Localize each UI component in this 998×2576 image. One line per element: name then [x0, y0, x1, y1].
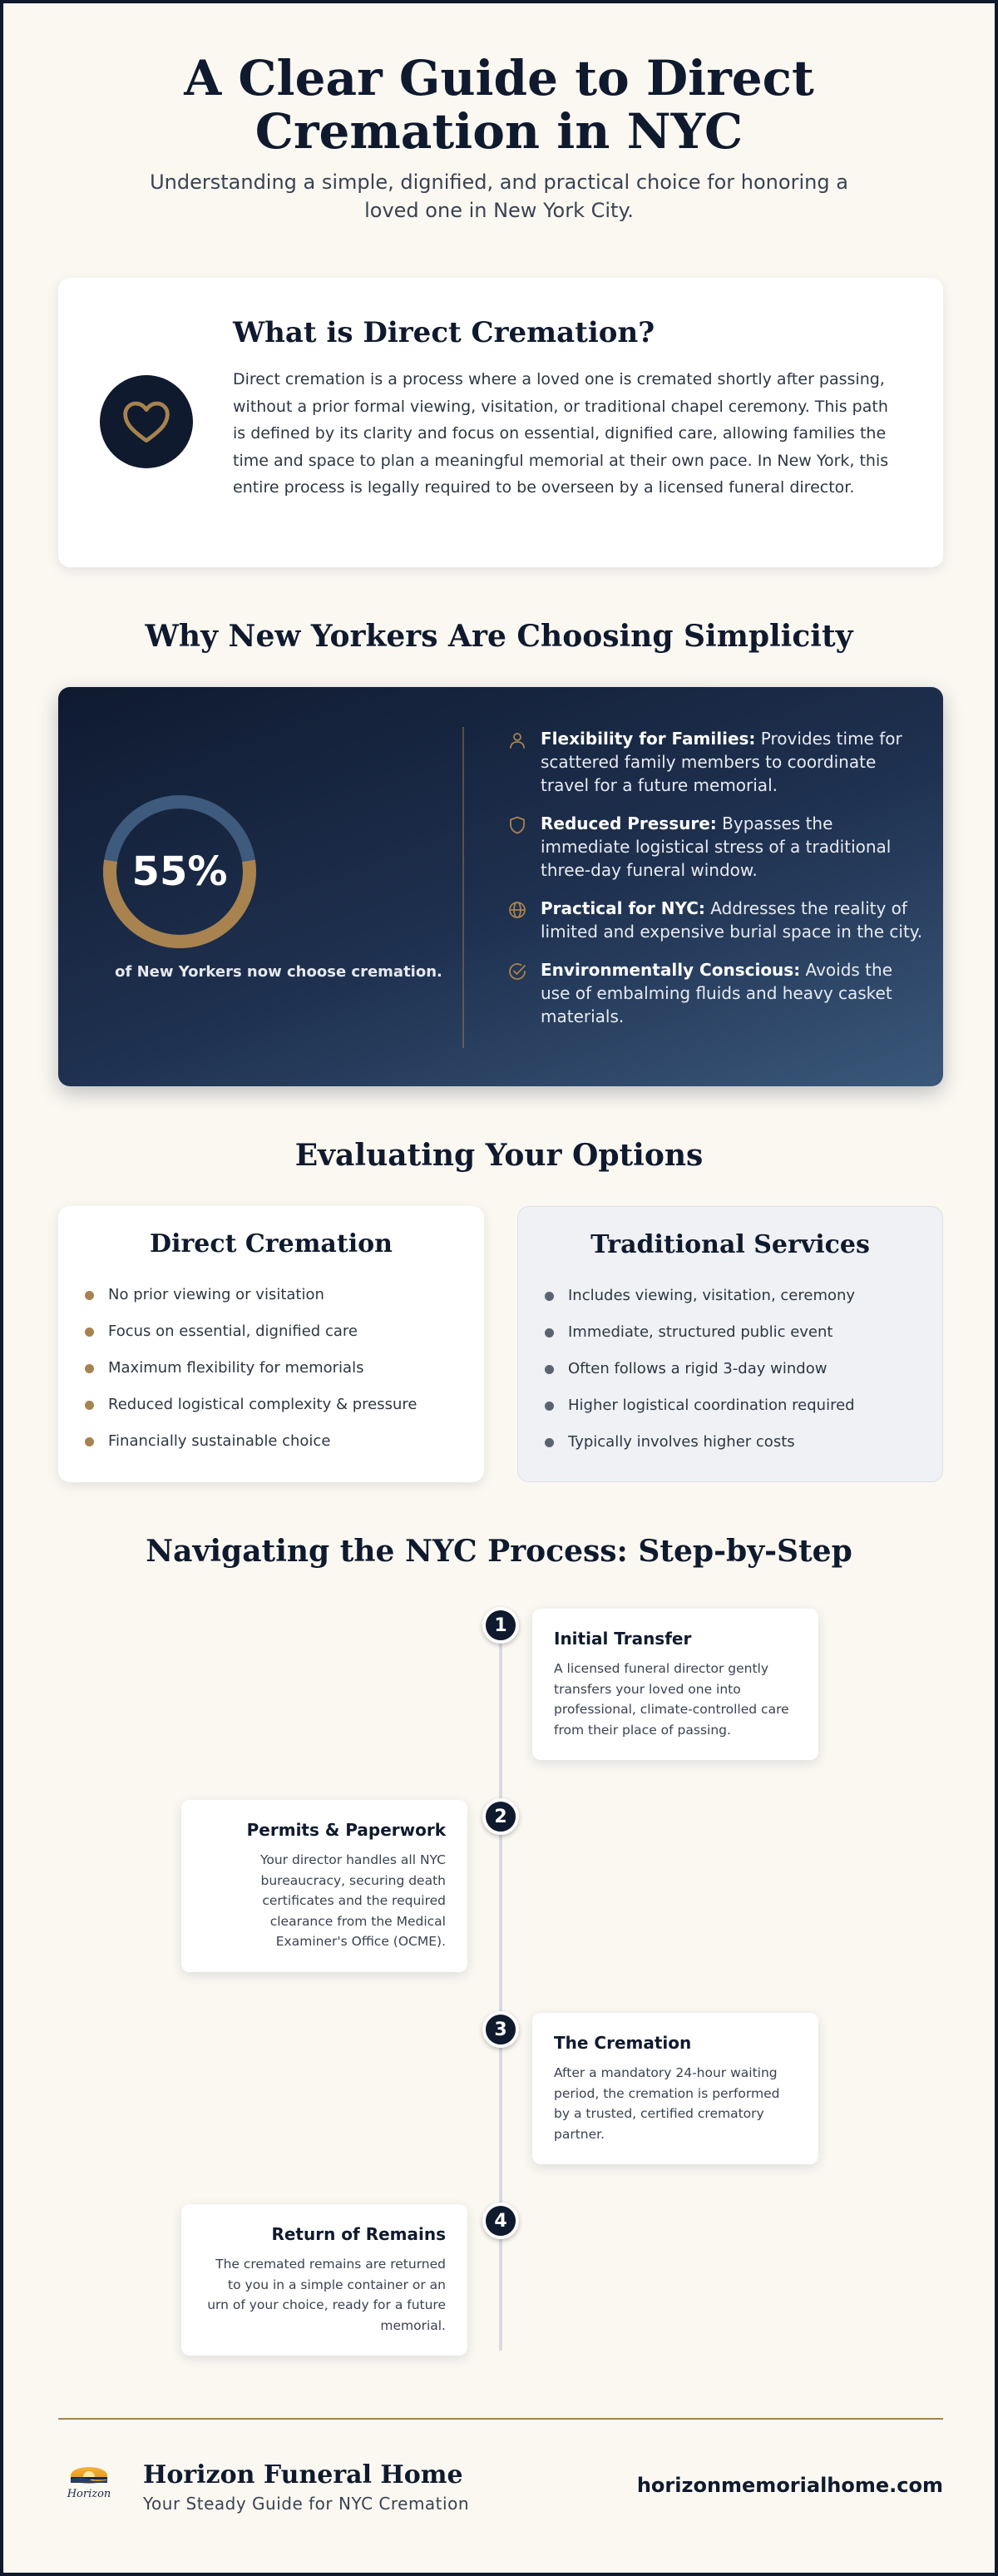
list-item: Maximum flexibility for memorials — [85, 1359, 417, 1396]
direct-cremation-list: No prior viewing or visitation Focus on … — [85, 1286, 417, 1469]
bullet-dot — [545, 1328, 554, 1337]
heart-icon-badge — [100, 375, 193, 468]
bullet-dot — [545, 1402, 554, 1411]
page-subtitle: Understanding a simple, dignified, and p… — [150, 171, 848, 222]
step-card-return: Return of Remains The cremated remains a… — [181, 2204, 467, 2356]
bullet-dot — [85, 1401, 94, 1410]
benefit-item-environment: Environmentally Conscious: Avoids the us… — [507, 958, 923, 1028]
globe-icon — [509, 902, 526, 918]
step-number-3: 3 — [482, 2011, 519, 2048]
step-number-2: 2 — [482, 1798, 519, 1835]
step-title: Return of Remains — [271, 2224, 446, 2244]
benefits-list: Flexibility for Families: Provides time … — [507, 727, 923, 1043]
benefit-item-pressure: Reduced Pressure: Bypasses the immediate… — [507, 812, 923, 882]
list-item: Financially sustainable choice — [85, 1432, 417, 1469]
list-item: Typically involves higher costs — [545, 1433, 855, 1470]
why-title: Why New Yorkers Are Choosing Simplicity — [145, 619, 853, 654]
step-card-cremation: The Cremation After a mandatory 24-hour … — [532, 2013, 818, 2164]
what-is-body: Direct cremation is a process where a lo… — [233, 370, 889, 497]
shield-icon — [510, 816, 525, 834]
list-item: Often follows a rigid 3-day window — [545, 1360, 855, 1397]
step-text: Your director handles all NYC bureaucrac… — [259, 1852, 446, 1949]
bullet-dot — [545, 1365, 554, 1374]
why-panel: 55% of New Yorkers now choose cremation.… — [58, 687, 943, 1086]
panel-divider — [462, 727, 464, 1048]
person-icon — [510, 733, 525, 749]
step-number-4: 4 — [482, 2203, 519, 2239]
benefit-text: Practical for NYC: Addresses the reality… — [541, 898, 923, 942]
brand-tagline: Your Steady Guide for NYC Cremation — [143, 2494, 469, 2514]
cremation-rate-ring — [103, 795, 256, 948]
step-text: After a mandatory 24-hour waiting period… — [554, 2065, 780, 2142]
benefit-text: Environmentally Conscious: Avoids the us… — [541, 960, 892, 1026]
footer-divider — [58, 2418, 943, 2420]
options-title: Evaluating Your Options — [294, 1138, 704, 1173]
bullet-dot — [85, 1364, 94, 1373]
ring-progress-arc — [103, 859, 256, 948]
benefit-text: Flexibility for Families: Provides time … — [541, 729, 902, 795]
list-item: Includes viewing, visitation, ceremony — [545, 1287, 855, 1323]
direct-cremation-title: Direct Cremation — [150, 1229, 393, 1258]
timeline-line — [499, 1620, 502, 2351]
svg-text:Horizon: Horizon — [67, 2488, 111, 2500]
bullet-dot — [85, 1291, 94, 1300]
step-text: A licensed funeral director gently trans… — [554, 1661, 789, 1738]
list-item: Focus on essential, dignified care — [85, 1323, 417, 1359]
step-title: Initial Transfer — [554, 1629, 692, 1649]
bullet-dot — [85, 1437, 94, 1446]
stat-caption: of New Yorkers now choose cremation. — [115, 963, 442, 981]
heart-icon — [123, 401, 170, 443]
what-is-card: What is Direct Cremation? Direct cremati… — [58, 278, 943, 567]
step-title: Permits & Paperwork — [246, 1820, 446, 1840]
step-number-1: 1 — [482, 1607, 519, 1644]
step-title: The Cremation — [554, 2033, 692, 2053]
step-card-permits: Permits & Paperwork Your director handle… — [181, 1800, 467, 1972]
traditional-services-list: Includes viewing, visitation, ceremony I… — [545, 1287, 855, 1470]
bullet-dot — [545, 1292, 554, 1301]
bullet-dot — [85, 1328, 94, 1337]
infographic-page: A Clear Guide to Direct Cremation in NYC… — [3, 3, 995, 2573]
list-item: Higher logistical coordination required — [545, 1397, 855, 1433]
list-item: Reduced logistical complexity & pressure — [85, 1396, 417, 1432]
benefit-text: Reduced Pressure: Bypasses the immediate… — [541, 813, 892, 880]
traditional-services-title: Traditional Services — [590, 1230, 870, 1259]
traditional-services-card: Traditional Services Includes viewing, v… — [517, 1206, 943, 1482]
bullet-dot — [545, 1438, 554, 1447]
brand-name: Horizon Funeral Home — [143, 2460, 463, 2489]
list-item: Immediate, structured public event — [545, 1323, 855, 1360]
page-title: A Clear Guide to Direct Cremation in NYC — [184, 50, 814, 160]
step-text: The cremated remains are returned to you… — [207, 2257, 446, 2333]
benefit-item-flexibility: Flexibility for Families: Provides time … — [507, 727, 923, 797]
what-is-title: What is Direct Cremation? — [233, 316, 655, 349]
step-card-initial-transfer: Initial Transfer A licensed funeral dire… — [532, 1609, 818, 1760]
process-title: Navigating the NYC Process: Step-by-Step — [146, 1534, 852, 1569]
direct-cremation-card: Direct Cremation No prior viewing or vis… — [58, 1206, 484, 1482]
website-link[interactable]: horizonmemorialhome.com — [636, 2474, 943, 2497]
benefit-item-nyc: Practical for NYC: Addresses the reality… — [507, 897, 923, 943]
horizon-logo: Horizon — [67, 2467, 111, 2500]
stat-value: 55% — [131, 848, 228, 895]
check-circle-icon — [509, 963, 526, 980]
list-item: No prior viewing or visitation — [85, 1286, 417, 1323]
